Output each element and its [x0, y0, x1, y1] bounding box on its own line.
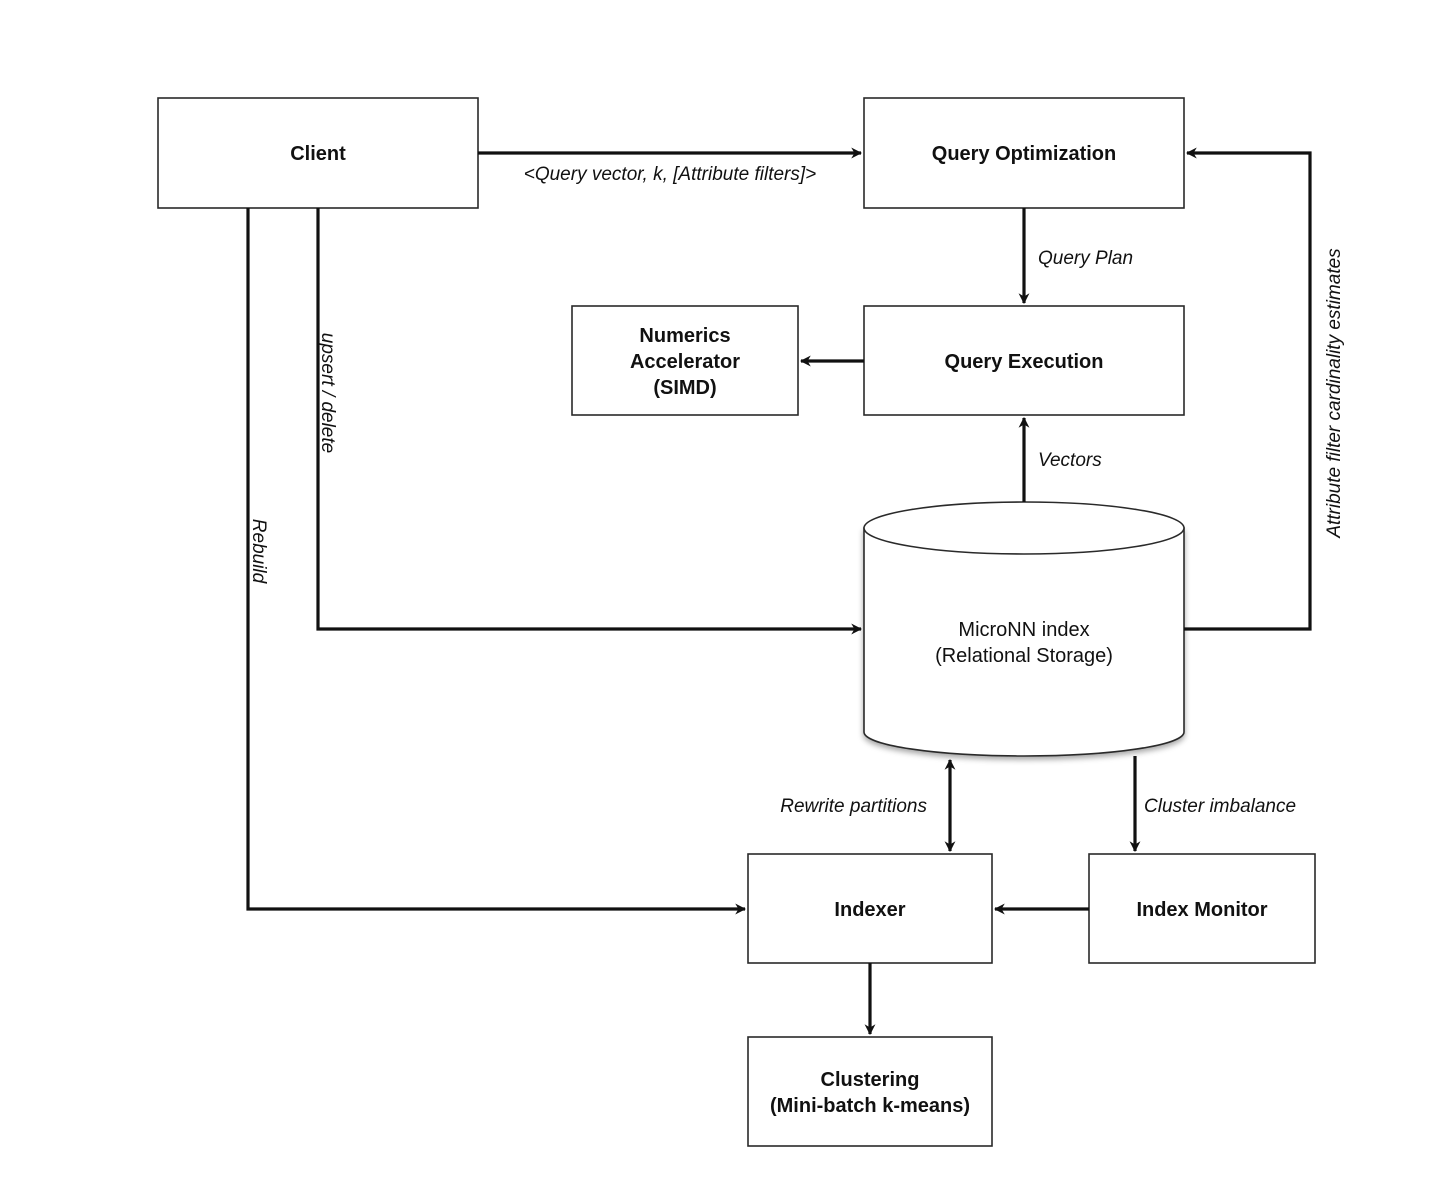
clustering-label-line1: Clustering — [821, 1069, 920, 1091]
edge-query-plan: Query Plan — [1018, 208, 1133, 305]
query-execution-label: Query Execution — [945, 351, 1104, 373]
edge-vectors: Vectors — [1018, 416, 1102, 502]
upsert-delete-label: upsert / delete — [317, 333, 338, 453]
cylinder-top — [863, 501, 1185, 555]
edge-cardinality-estimates: Attribute filter cardinality estimates — [1184, 147, 1345, 631]
indexer-node: Indexer — [747, 853, 993, 964]
query-request-label: <Query vector, k, [Attribute filters]> — [524, 164, 817, 185]
index-monitor-node: Index Monitor — [1088, 853, 1316, 964]
clustering-label-line2: (Mini-batch k-means) — [770, 1095, 970, 1117]
index-monitor-label: Index Monitor — [1136, 899, 1267, 921]
edge-client-to-query-optimization: <Query vector, k, [Attribute filters]> — [478, 147, 863, 185]
query-optimization-node: Query Optimization — [863, 97, 1185, 209]
numerics-accelerator-label-line1: Numerics — [639, 325, 730, 347]
client-label: Client — [290, 143, 346, 165]
cluster-imbalance-label: Cluster imbalance — [1144, 796, 1296, 817]
micronn-index-node: MicroNN index (Relational Storage) — [863, 501, 1185, 757]
rebuild-label: Rebuild — [248, 519, 269, 585]
indexer-label: Indexer — [834, 899, 905, 921]
edge-rebuild: Rebuild — [246, 208, 747, 915]
edge-cluster-imbalance: Cluster imbalance — [1129, 756, 1296, 853]
numerics-accelerator-label-line3: (SIMD) — [653, 377, 716, 399]
query-optimization-label: Query Optimization — [932, 143, 1116, 165]
clustering-node: Clustering (Mini-batch k-means) — [747, 1036, 993, 1147]
micronn-index-label-line2: (Relational Storage) — [935, 645, 1113, 667]
vectors-label: Vectors — [1038, 450, 1102, 471]
micronn-index-label-line1: MicroNN index — [958, 619, 1089, 641]
query-execution-node: Query Execution — [863, 305, 1185, 416]
cardinality-estimates-label: Attribute filter cardinality estimates — [1324, 248, 1345, 539]
query-plan-label: Query Plan — [1038, 248, 1133, 269]
edge-rewrite-partitions: Rewrite partitions — [780, 758, 956, 853]
edge-upsert-delete: upsert / delete — [316, 208, 863, 635]
cylinder-body — [863, 527, 1185, 757]
numerics-accelerator-label-line2: Accelerator — [630, 351, 740, 373]
rewrite-partitions-label: Rewrite partitions — [780, 796, 927, 817]
client-node: Client — [157, 97, 479, 209]
numerics-accelerator-node: Numerics Accelerator (SIMD) — [571, 305, 799, 416]
